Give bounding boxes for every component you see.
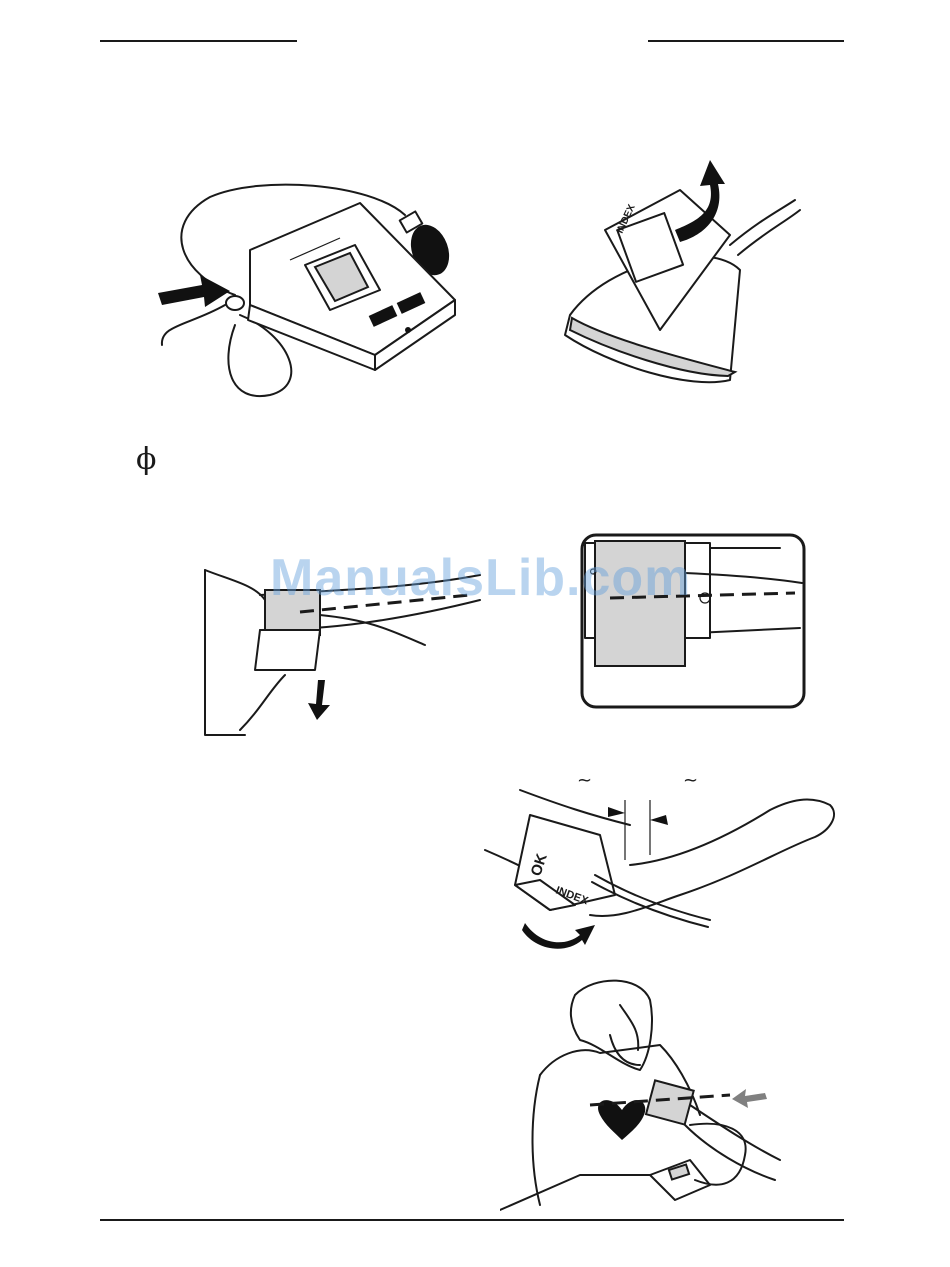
figure-monitor-connect	[150, 175, 470, 405]
figure-cuff-on-arm: OK INDEX	[480, 785, 850, 955]
header-rule-left	[100, 40, 297, 42]
arrow-left-icon	[732, 1089, 767, 1108]
figure-seated-measurement	[500, 975, 800, 1215]
header-rule-right	[648, 40, 844, 42]
phi-symbol: ϕ	[136, 442, 156, 478]
arrow-right-icon	[158, 275, 230, 307]
figure-cuff-flap: INDEX	[550, 150, 810, 390]
watermark: ManualsLib.com	[270, 548, 691, 608]
arrow-down-icon	[308, 680, 330, 720]
curved-arrow-icon	[522, 923, 595, 949]
footer-rule	[100, 1219, 844, 1221]
